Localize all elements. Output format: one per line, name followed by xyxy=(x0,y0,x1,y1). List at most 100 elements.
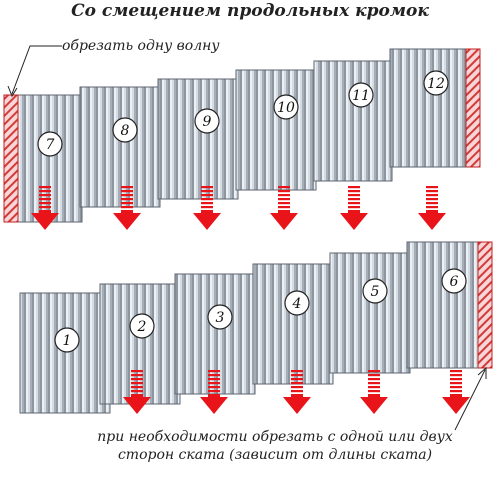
corrugated-sheet xyxy=(329,252,411,374)
arrow-stripe xyxy=(348,186,360,189)
arrow-shaft xyxy=(450,394,462,398)
sheet-number: 11 xyxy=(352,88,370,104)
arrow-shaft xyxy=(426,210,438,214)
arrow-stripe xyxy=(450,378,462,381)
arrow-shaft xyxy=(278,210,290,214)
sheet-bottom-1 xyxy=(19,292,111,414)
number-circle xyxy=(112,117,138,143)
number-circle xyxy=(362,278,388,304)
number-circle xyxy=(54,327,80,353)
sheet-number-top-12: 12 xyxy=(423,70,449,96)
sheet-number-top-10: 10 xyxy=(273,94,299,120)
arrow-shaft xyxy=(121,210,133,214)
arrow-shaft xyxy=(208,394,220,398)
arrow-stripe xyxy=(368,382,380,385)
arrow-head xyxy=(442,397,470,414)
down-arrow-top-2 xyxy=(113,186,141,230)
arrow-stripe xyxy=(348,206,360,209)
arrow-stripe xyxy=(291,382,303,385)
arrow-stripe xyxy=(426,194,438,197)
arrows-group xyxy=(31,186,470,414)
arrow-stripe xyxy=(131,374,143,377)
arrow-stripe xyxy=(131,382,143,385)
sheet-number-top-7: 7 xyxy=(37,131,63,157)
sheet-bottom-4 xyxy=(252,263,334,385)
arrow-head xyxy=(270,213,298,230)
sheet-number: 4 xyxy=(292,296,302,312)
sheet-top-3 xyxy=(157,78,239,200)
trim-strip-right xyxy=(477,241,493,369)
arrow-stripe xyxy=(131,370,143,373)
down-arrow-top-5 xyxy=(340,186,368,230)
sheet-number: 9 xyxy=(203,114,212,130)
down-arrow-bottom-4 xyxy=(360,370,388,414)
corrugated-sheet xyxy=(252,263,334,385)
arrow-shaft xyxy=(348,210,360,214)
arrow-stripe xyxy=(121,202,133,205)
pointer-line-top xyxy=(11,45,62,95)
sheet-number: 6 xyxy=(450,274,459,290)
arrow-stripe xyxy=(450,374,462,377)
pointer-line-bottom xyxy=(454,369,486,431)
arrow-stripe xyxy=(450,382,462,385)
pointer-arrowhead-bottom xyxy=(477,366,487,379)
sheet-top-6 xyxy=(389,48,481,168)
number-circle xyxy=(194,108,220,134)
arrow-head xyxy=(113,213,141,230)
sheet-number: 3 xyxy=(216,310,225,326)
number-circle xyxy=(423,70,449,96)
arrow-stripe xyxy=(208,390,220,393)
arrow-stripe xyxy=(131,390,143,393)
sheet-bottom-6 xyxy=(406,241,493,369)
sheet-number: 1 xyxy=(63,333,72,349)
number-circle xyxy=(129,313,155,339)
sheet-number: 7 xyxy=(46,137,55,153)
arrow-shaft xyxy=(291,394,303,398)
arrow-stripe xyxy=(121,194,133,197)
note-trim-line-1: при необходимости обрезать с одной или д… xyxy=(97,429,453,445)
sheet-number: 8 xyxy=(121,123,130,139)
sheet-number-bottom-5: 5 xyxy=(362,278,388,304)
arrow-stripe xyxy=(201,186,213,189)
note-trim-sides: при необходимости обрезать с одной или д… xyxy=(60,428,490,464)
arrow-stripe xyxy=(278,194,290,197)
number-circle xyxy=(207,304,233,330)
arrow-stripe xyxy=(201,190,213,193)
corrugated-sheet xyxy=(313,60,393,182)
arrow-stripe xyxy=(39,198,51,201)
down-arrow-top-3 xyxy=(193,186,221,230)
arrow-stripe xyxy=(131,378,143,381)
arrow-stripe xyxy=(450,370,462,373)
sheet-number-bottom-3: 3 xyxy=(207,304,233,330)
arrow-stripe xyxy=(201,194,213,197)
arrow-stripe xyxy=(121,190,133,193)
arrow-stripe xyxy=(278,206,290,209)
sheet-top-2 xyxy=(79,86,161,208)
trim-strip-left xyxy=(3,94,19,223)
sheets-group xyxy=(3,48,493,414)
arrow-stripe xyxy=(368,374,380,377)
arrow-stripe xyxy=(208,374,220,377)
arrow-head xyxy=(283,397,311,414)
arrow-stripe xyxy=(39,202,51,205)
arrow-stripe xyxy=(201,202,213,205)
down-arrow-top-1 xyxy=(31,186,59,230)
corrugated-sheet xyxy=(79,86,161,208)
arrow-stripe xyxy=(291,374,303,377)
sheet-number-bottom-4: 4 xyxy=(284,290,310,316)
arrow-stripe xyxy=(291,390,303,393)
down-arrow-bottom-2 xyxy=(200,370,228,414)
arrow-stripe xyxy=(368,378,380,381)
arrow-stripe xyxy=(426,198,438,201)
arrow-stripe xyxy=(201,198,213,201)
arrow-stripe xyxy=(39,194,51,197)
arrow-stripe xyxy=(121,206,133,209)
arrow-stripe xyxy=(426,206,438,209)
number-circle xyxy=(284,290,310,316)
arrow-stripe xyxy=(348,190,360,193)
arrow-shaft xyxy=(131,394,143,398)
arrow-stripe xyxy=(121,186,133,189)
arrow-stripe xyxy=(208,382,220,385)
arrow-stripe xyxy=(201,206,213,209)
